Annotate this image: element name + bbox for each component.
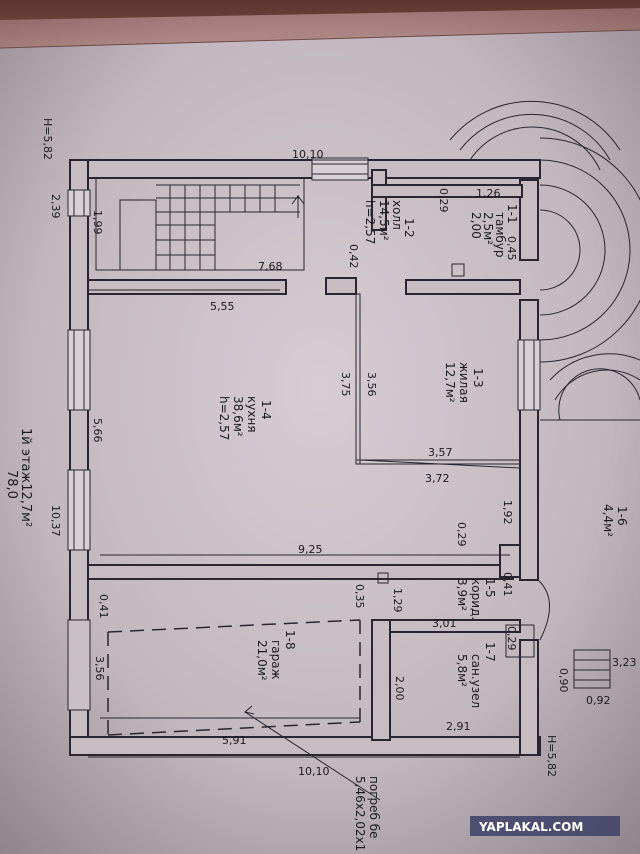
watermark-text: YAPLAKAL.COM [478, 820, 583, 834]
height-mark-bottom-right: H=5,82 [545, 735, 558, 777]
room-1-2-name: холл [390, 200, 404, 230]
dim-5-55: 5,55 [210, 300, 235, 313]
room-1-7-name: сан.узел [469, 654, 483, 708]
room-1-1-id: 1-1 [505, 204, 519, 224]
room-1-7-area: 5,8м² [455, 654, 469, 687]
room-1-2-area: 14,5м² [377, 200, 391, 241]
dim-0-29-mid: 0,29 [455, 522, 468, 547]
dim-1-26: 1,26 [476, 187, 501, 200]
windows [67, 157, 541, 711]
dim-1-92: 1,92 [501, 500, 514, 525]
dim-2-39: 2,39 [49, 194, 62, 219]
dim-0-90: 0,90 [557, 668, 570, 693]
dim-3-56: 3,56 [365, 372, 378, 397]
labels: 10,10 10,10 H=5,82 H=5,82 2,39 1,99 5,66… [4, 118, 637, 851]
room-1-3-id: 1-3 [471, 368, 485, 388]
room-1-3-name: жилая [457, 362, 471, 403]
dim-1-99: 1,99 [91, 210, 104, 235]
room-1-1-height: 2,00 [469, 212, 483, 239]
dim-0-92: 0,92 [586, 694, 611, 707]
floor-subtitle: 78,0 [4, 470, 19, 499]
dim-0-35: 0,35 [353, 584, 366, 609]
room-1-8-name: гараж [269, 640, 283, 680]
staircase [156, 184, 305, 270]
dim-10-37: 10,37 [49, 505, 62, 537]
dim-0-29-low: 0,29 [505, 626, 518, 651]
room-1-5-area: 3,9м² [455, 578, 469, 611]
dim-2-00: 2,00 [393, 676, 406, 701]
dim-top-outer: 10,10 [292, 148, 324, 161]
walls [69, 159, 541, 756]
dim-5-66: 5,66 [91, 418, 104, 443]
dim-5-91: 5,91 [222, 734, 247, 747]
dim-0-29-top: 0,29 [437, 188, 450, 213]
room-1-8-id: 1-8 [283, 630, 297, 650]
dim-3-72: 3,72 [425, 472, 450, 485]
dim-bottom-outer: 10,10 [298, 765, 330, 778]
height-mark-top-left: H=5,82 [41, 118, 54, 160]
dim-3-01: 3,01 [432, 617, 457, 630]
porch-steps [449, 100, 640, 641]
room-1-1-area: 2,5м² [481, 212, 495, 245]
watermark: YAPLAKAL.COM [470, 816, 620, 836]
dim-9-25: 9,25 [298, 543, 323, 556]
dim-7-68: 7,68 [258, 260, 283, 273]
room-1-3-area: 12,7м² [443, 362, 457, 403]
paper-sheet [0, 8, 640, 854]
room-1-4-area: 38,6м² [231, 396, 245, 437]
dim-0-41-right: 0,41 [501, 572, 514, 597]
dim-0-42: 0,42 [347, 244, 360, 269]
cellar-note-line1: погреб бе [367, 776, 381, 839]
room-1-6-area: 4,4м² [601, 504, 615, 537]
room-1-5-name: корид. [469, 578, 483, 620]
dim-3-56-garage: 3,56 [93, 656, 106, 681]
room-1-2-id: 1-2 [402, 218, 416, 238]
room-1-1-name: тамбур [493, 212, 507, 258]
floor-title: 1й этаж12,7м² [18, 428, 33, 527]
dim-3-57: 3,57 [428, 446, 453, 459]
room-1-4-id: 1-4 [259, 400, 273, 420]
garage-outline [107, 619, 361, 736]
cellar-pointer [243, 705, 381, 801]
paper-top-edge [0, 0, 640, 48]
room-1-8-area: 21,0м² [255, 640, 269, 681]
dim-3-23: 3,23 [612, 656, 637, 669]
room-1-2-height: h=2,57 [363, 200, 377, 244]
dim-3-75: 3,75 [339, 372, 352, 397]
dim-0-41-left: 0,41 [97, 594, 110, 619]
room-1-4-name: кухня [245, 396, 259, 433]
room-1-4-height: h=2,57 [217, 396, 231, 440]
dim-2-91: 2,91 [446, 720, 471, 733]
room-1-7-id: 1-7 [483, 642, 497, 662]
room-1-6-id: 1-6 [615, 506, 629, 526]
cellar-note-line2: 5,46х2,02х1 [353, 776, 367, 851]
dim-0-45: 0,45 [505, 236, 518, 261]
room-1-5-id: 1-5 [483, 578, 497, 598]
dimension-lines [88, 159, 521, 758]
dim-1-29: 1,29 [391, 588, 404, 613]
side-stair [505, 624, 611, 689]
